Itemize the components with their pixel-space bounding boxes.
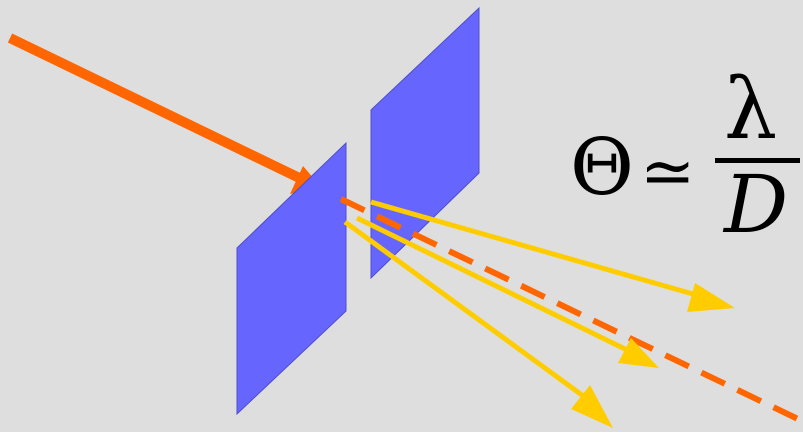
formula-approx-symbol: ≃ [640, 133, 695, 210]
formula-theta: Θ [570, 123, 634, 213]
formula-numerator-lambda: λ [724, 60, 777, 158]
formula-denominator-d: D [722, 158, 788, 251]
